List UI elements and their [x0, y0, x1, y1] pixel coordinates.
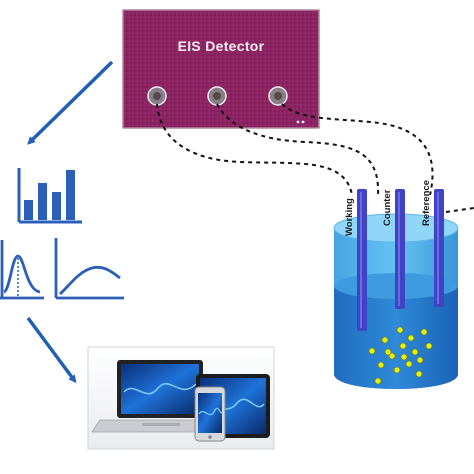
counter-electrode	[395, 189, 405, 309]
wire-extension	[445, 207, 474, 213]
devices-photo	[87, 346, 275, 450]
detector-port-1	[147, 86, 167, 106]
detector-port-3	[268, 86, 288, 106]
indicator-dot	[296, 120, 300, 124]
smartphone-icon	[194, 386, 226, 442]
eis-detector-box	[122, 9, 320, 129]
electrode-wires	[156, 103, 474, 213]
peak-curve-icon	[0, 240, 44, 300]
bar-chart-icon	[17, 168, 82, 224]
indicator-dot	[301, 120, 305, 124]
wire-working	[156, 103, 353, 196]
arrow-analysis-to-devices	[26, 316, 77, 384]
electrode-label-working: Working	[344, 198, 355, 236]
electrochemical-cell: Working Counter Reference	[333, 180, 459, 389]
wire-reference	[281, 103, 434, 196]
arrow-detector-to-analysis	[27, 60, 114, 145]
wire-counter	[216, 103, 380, 196]
laptop-icon	[91, 360, 233, 433]
reference-electrode	[434, 189, 444, 307]
electrode-label-reference: Reference	[421, 180, 432, 226]
detector-title: EIS Detector	[177, 38, 265, 54]
flow-arrows	[26, 60, 114, 384]
rising-curve-icon	[54, 238, 124, 300]
detector-port-2	[207, 86, 227, 106]
working-electrode	[357, 189, 367, 331]
electrode-label-counter: Counter	[382, 189, 393, 226]
analyte-particles	[368, 326, 433, 385]
